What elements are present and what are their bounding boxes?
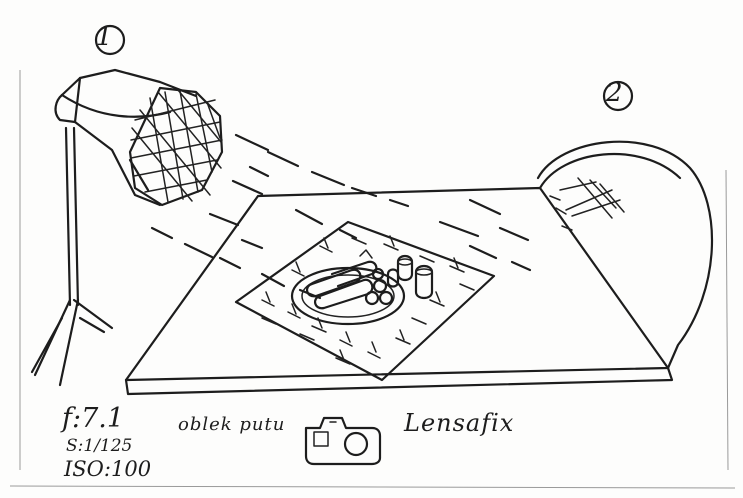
light-stand <box>30 126 114 387</box>
subject-label: oblek putu <box>178 414 286 435</box>
paper-right-edge <box>725 169 729 471</box>
paper-bottom-edge <box>9 485 736 489</box>
light-rays <box>150 133 410 300</box>
patterned-placemat <box>234 220 496 382</box>
camera-icon <box>304 416 382 466</box>
studio-label: Lensafix <box>404 409 515 437</box>
light-1-marker-circle <box>94 24 126 56</box>
small-cups <box>386 254 434 300</box>
light-1-label: 1 <box>96 22 113 52</box>
iso-setting: ISO:100 <box>64 457 152 481</box>
plate-with-food <box>290 249 406 326</box>
reflected-rays <box>438 198 532 272</box>
light-2-label: 2 <box>606 78 623 108</box>
aperture-setting: f:7.1 <box>62 403 125 434</box>
light-2-marker-circle <box>602 80 634 112</box>
shutter-setting: S:1/125 <box>66 436 133 456</box>
octagonal-softbox-icon <box>54 68 224 207</box>
reflector-icon <box>536 140 714 370</box>
